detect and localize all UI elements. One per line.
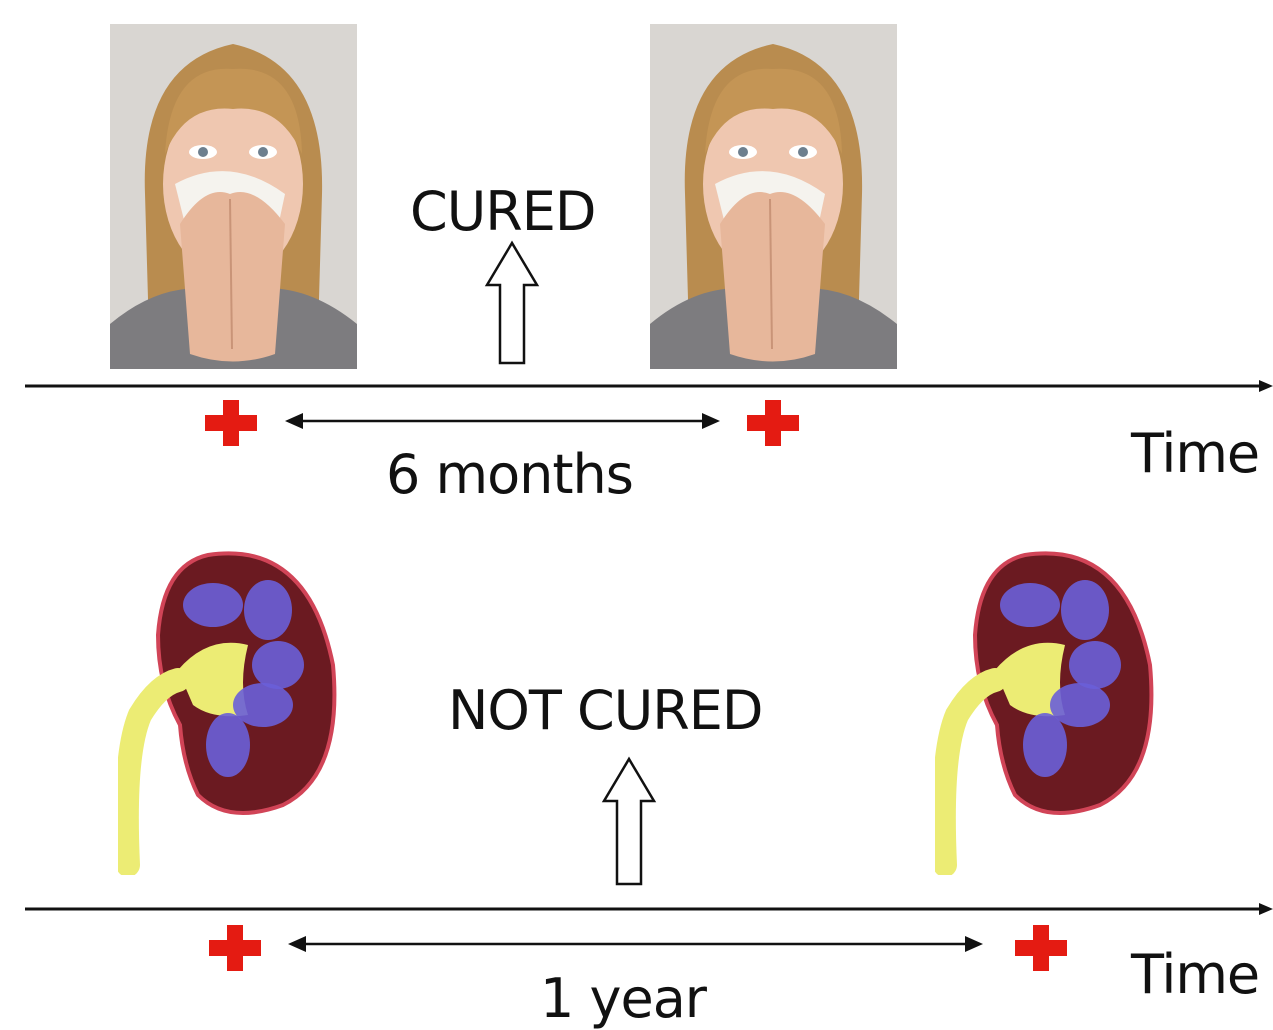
- medical-cross-icon: [1015, 925, 1067, 971]
- sneezing-woman-photo-1: [110, 24, 357, 369]
- time-axis-label-bottom: Time: [1131, 948, 1259, 1002]
- cured-label: CURED: [410, 185, 595, 239]
- timeline-axis-bottom: [0, 899, 1273, 919]
- up-arrow-icon: [601, 756, 657, 886]
- kidney-illustration-1: [118, 545, 343, 875]
- kidney-illustration-2: [935, 545, 1160, 875]
- medical-cross-icon: [205, 400, 257, 446]
- not-cured-label: NOT CURED: [448, 684, 763, 738]
- up-arrow-icon: [484, 240, 540, 365]
- timeline-axis-top: [0, 376, 1273, 396]
- double-arrow-bottom: [288, 933, 983, 955]
- sneezing-woman-photo-2: [650, 24, 897, 369]
- medical-cross-icon: [747, 400, 799, 446]
- medical-cross-icon: [209, 925, 261, 971]
- time-axis-label-top: Time: [1131, 427, 1259, 481]
- interval-label-bottom: 1 year: [540, 972, 706, 1026]
- interval-label-top: 6 months: [386, 448, 633, 502]
- double-arrow-top: [285, 410, 720, 432]
